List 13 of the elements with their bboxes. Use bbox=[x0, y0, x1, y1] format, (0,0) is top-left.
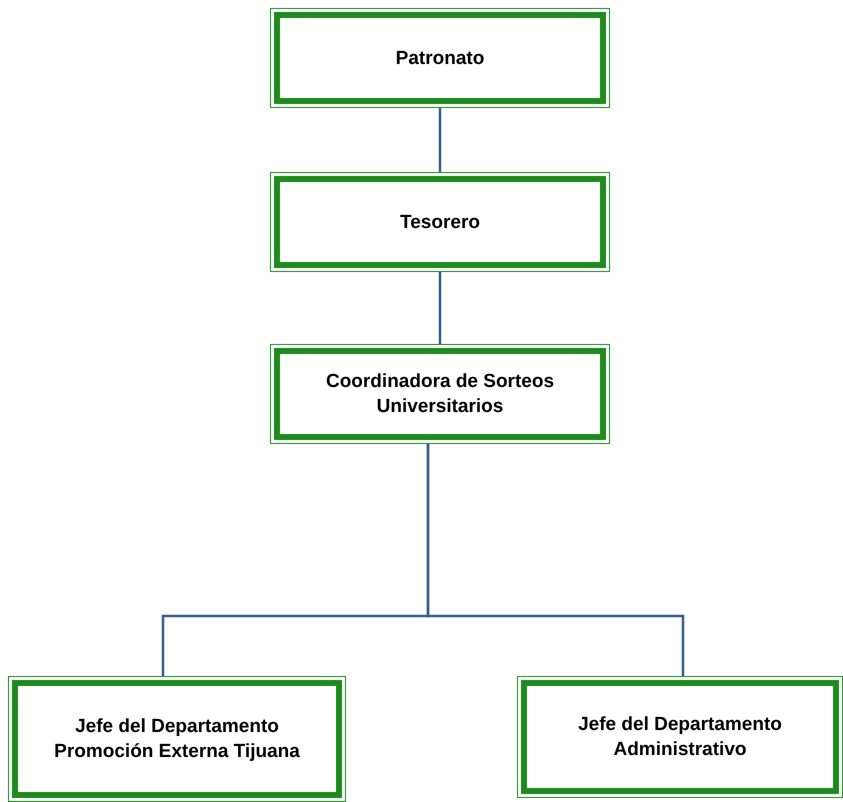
org-box bbox=[270, 8, 610, 108]
box-title: Jefe del Departamento Administrativo bbox=[577, 713, 783, 762]
box-title: Patronato bbox=[396, 46, 484, 70]
org-box bbox=[8, 676, 346, 802]
box-title: Tesorero bbox=[400, 210, 480, 234]
org-box bbox=[270, 344, 610, 444]
box-title: Coordinadora de Sorteos Universitarios bbox=[324, 370, 556, 419]
org-box bbox=[517, 676, 843, 798]
org-box bbox=[270, 172, 610, 272]
connector-line bbox=[426, 444, 684, 676]
connector-line bbox=[438, 108, 442, 172]
box-title: Jefe del Departamento Promoción Externa Tijuana bbox=[53, 715, 301, 764]
connector-line bbox=[438, 272, 442, 344]
